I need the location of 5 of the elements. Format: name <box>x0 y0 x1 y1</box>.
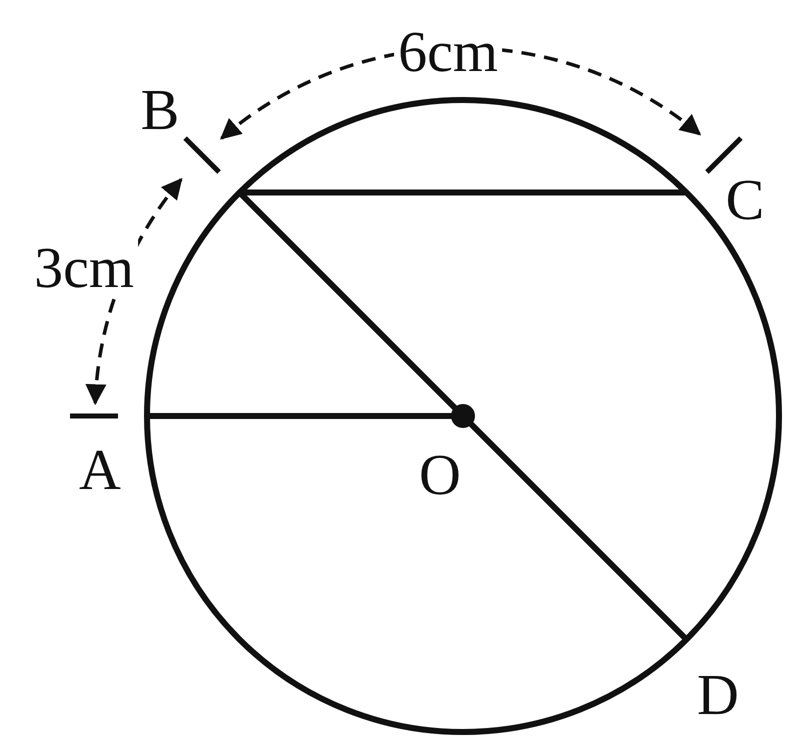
point-label: B <box>140 81 180 139</box>
point-label: D <box>696 666 740 724</box>
point-label: A <box>78 441 122 499</box>
point-label: O <box>418 446 462 504</box>
point-label: C <box>724 171 766 229</box>
